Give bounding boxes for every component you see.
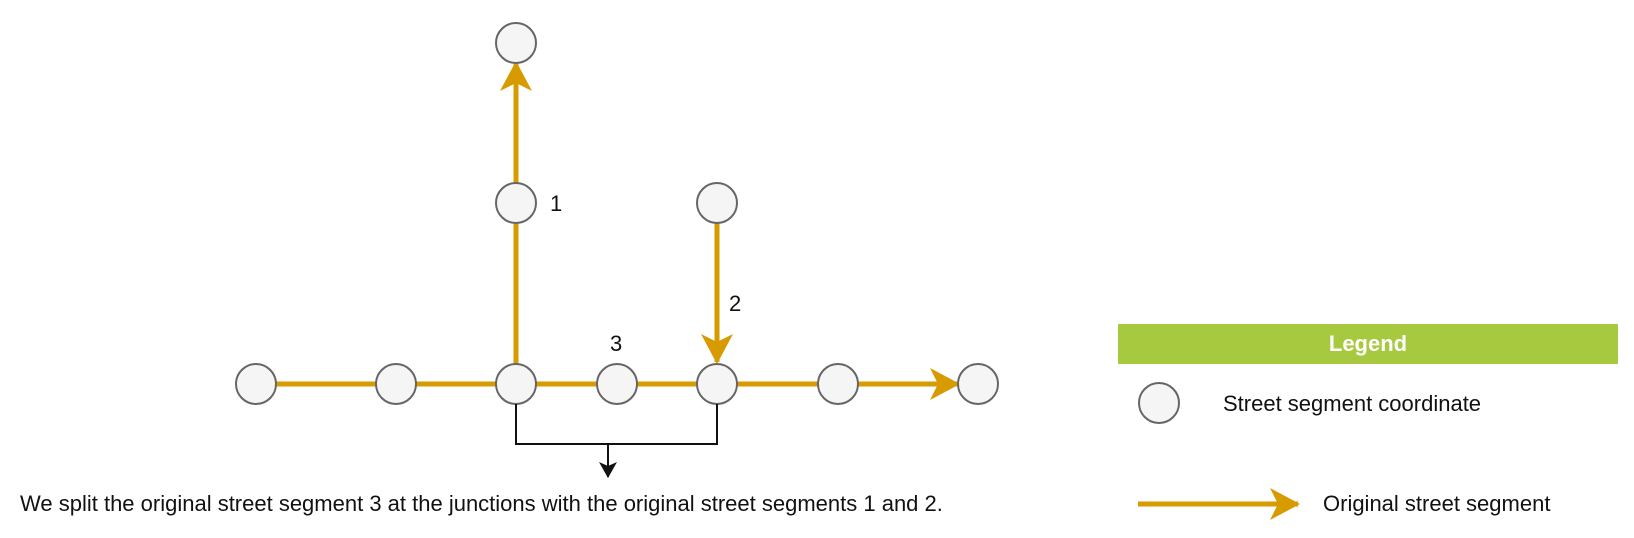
split-bracket — [515, 404, 718, 478]
coordinate-node — [495, 22, 537, 64]
legend-header — [1118, 324, 1618, 364]
coordinate-node — [596, 363, 638, 405]
caption: We split the original street segment 3 a… — [20, 491, 943, 516]
coordinate-node — [696, 182, 738, 224]
legend: Legend Street segment coordinate Origina… — [1118, 324, 1618, 520]
segment-2-label: 2 — [729, 291, 741, 316]
segment-1-label: 1 — [550, 191, 562, 216]
legend-item-coordinate-label: Street segment coordinate — [1223, 391, 1481, 416]
coordinate-node — [375, 363, 417, 405]
coordinate-node — [957, 363, 999, 405]
coordinate-node — [696, 363, 738, 405]
legend-title: Legend — [1329, 331, 1407, 356]
coordinate-node — [495, 182, 537, 224]
segment-3-label: 3 — [610, 331, 622, 356]
segments — [255, 61, 960, 400]
coordinate-node — [817, 363, 859, 405]
coordinate-node — [235, 363, 277, 405]
node-circle-icon — [1138, 382, 1180, 424]
nodes — [235, 22, 999, 405]
coordinate-node — [495, 363, 537, 405]
legend-item-segment-label: Original street segment — [1323, 491, 1550, 516]
